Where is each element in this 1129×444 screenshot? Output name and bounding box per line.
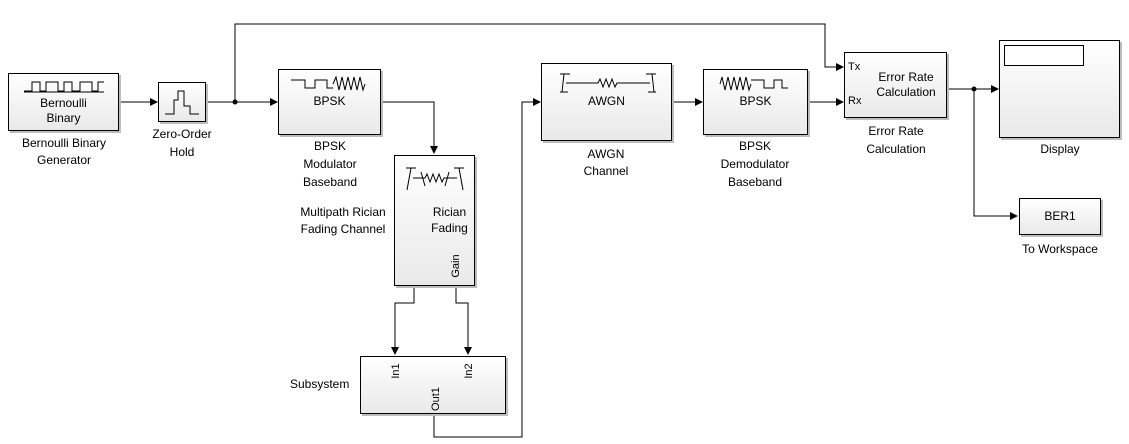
line-branch-to-tx	[234, 23, 844, 102]
demodulator-waveform-icon	[719, 76, 788, 92]
bpsk-mod-caption-line3: Baseband	[302, 175, 358, 189]
bpsk-demod-caption-line1: BPSK	[738, 139, 771, 153]
bpsk-mod-label: BPSK	[313, 94, 346, 108]
bpsk-demod-caption-line3: Baseband	[727, 175, 783, 189]
error-rate-port-tx: Tx	[848, 61, 861, 73]
rician-port-gain: Gain	[450, 254, 462, 278]
bpsk-demod-caption-line2: Demodulator	[720, 157, 790, 171]
bpsk-modulator-block[interactable]: BPSK	[278, 69, 381, 135]
display-caption: Display	[1040, 142, 1080, 156]
bernoulli-waveform-icon	[24, 81, 104, 93]
display-readout-box	[1004, 45, 1084, 66]
bernoulli-block-line1: Bernoulli	[40, 96, 87, 110]
to-workspace-block[interactable]: BER1	[1019, 198, 1101, 235]
zoh-caption-line1: Zero-Order	[152, 127, 212, 141]
fading-channel-icon	[406, 167, 464, 191]
modulator-waveform-icon	[291, 75, 366, 92]
bpsk-mod-caption-line1: BPSK	[313, 139, 346, 153]
rician-block-line1: Rician	[432, 205, 467, 219]
error-rate-caption-line1: Error Rate	[868, 124, 924, 138]
subsystem-block[interactable]: In1 In2 Out1	[360, 356, 506, 414]
rician-caption-line1: Multipath Rician	[300, 205, 386, 219]
error-rate-port-rx: Rx	[848, 95, 862, 107]
branch-point-zoh	[232, 99, 238, 105]
awgn-label: AWGN	[588, 94, 625, 108]
subsystem-port-in1: In1	[390, 363, 402, 379]
zero-order-hold-block[interactable]	[158, 82, 206, 122]
branch-point-error	[971, 86, 977, 92]
bernoulli-caption-line2: Generator	[36, 153, 92, 167]
to-workspace-caption: To Workspace	[1022, 242, 1098, 256]
bpsk-demod-label: BPSK	[739, 94, 772, 108]
line-branch-to-workspace	[973, 89, 1018, 220]
line-bpsk-mod-to-rician	[381, 101, 438, 154]
error-rate-block-line2: Calculation	[876, 85, 936, 99]
awgn-channel-icon	[560, 73, 656, 93]
to-workspace-label: BER1	[1044, 209, 1076, 223]
subsystem-caption: Subsystem	[290, 377, 350, 391]
error-rate-caption-line2: Calculation	[866, 142, 926, 156]
awgn-channel-block[interactable]: AWGN	[541, 63, 672, 141]
rician-block-line2: Fading	[431, 221, 468, 235]
error-rate-calculation-block[interactable]: Tx Rx Error Rate Calculation	[844, 52, 947, 118]
bernoulli-block-line2: Binary	[46, 111, 81, 125]
bpsk-mod-caption-line2: Modulator	[303, 157, 357, 171]
subsystem-port-in2: In2	[463, 363, 475, 379]
awgn-caption-line2: Channel	[583, 164, 629, 178]
rician-fading-block[interactable]: Rician Fading Gain	[394, 155, 475, 286]
line-out1-to-awgn	[433, 98, 541, 438]
line-rician-to-in1	[391, 286, 415, 355]
error-rate-block-line1: Error Rate	[878, 70, 934, 84]
rician-caption-line2: Fading Channel	[300, 222, 386, 236]
staircase-icon	[165, 90, 199, 115]
bernoulli-binary-generator-block[interactable]: Bernoulli Binary	[8, 73, 119, 131]
awgn-caption-line1: AWGN	[587, 147, 625, 161]
subsystem-port-out1: Out1	[430, 387, 442, 411]
bpsk-demodulator-block[interactable]: BPSK	[703, 69, 808, 135]
bernoulli-caption-line1: Bernoulli Binary	[21, 136, 107, 150]
zoh-caption-line2: Hold	[169, 145, 195, 159]
line-rician-gain-to-in2	[455, 286, 472, 355]
display-block[interactable]	[999, 40, 1120, 138]
